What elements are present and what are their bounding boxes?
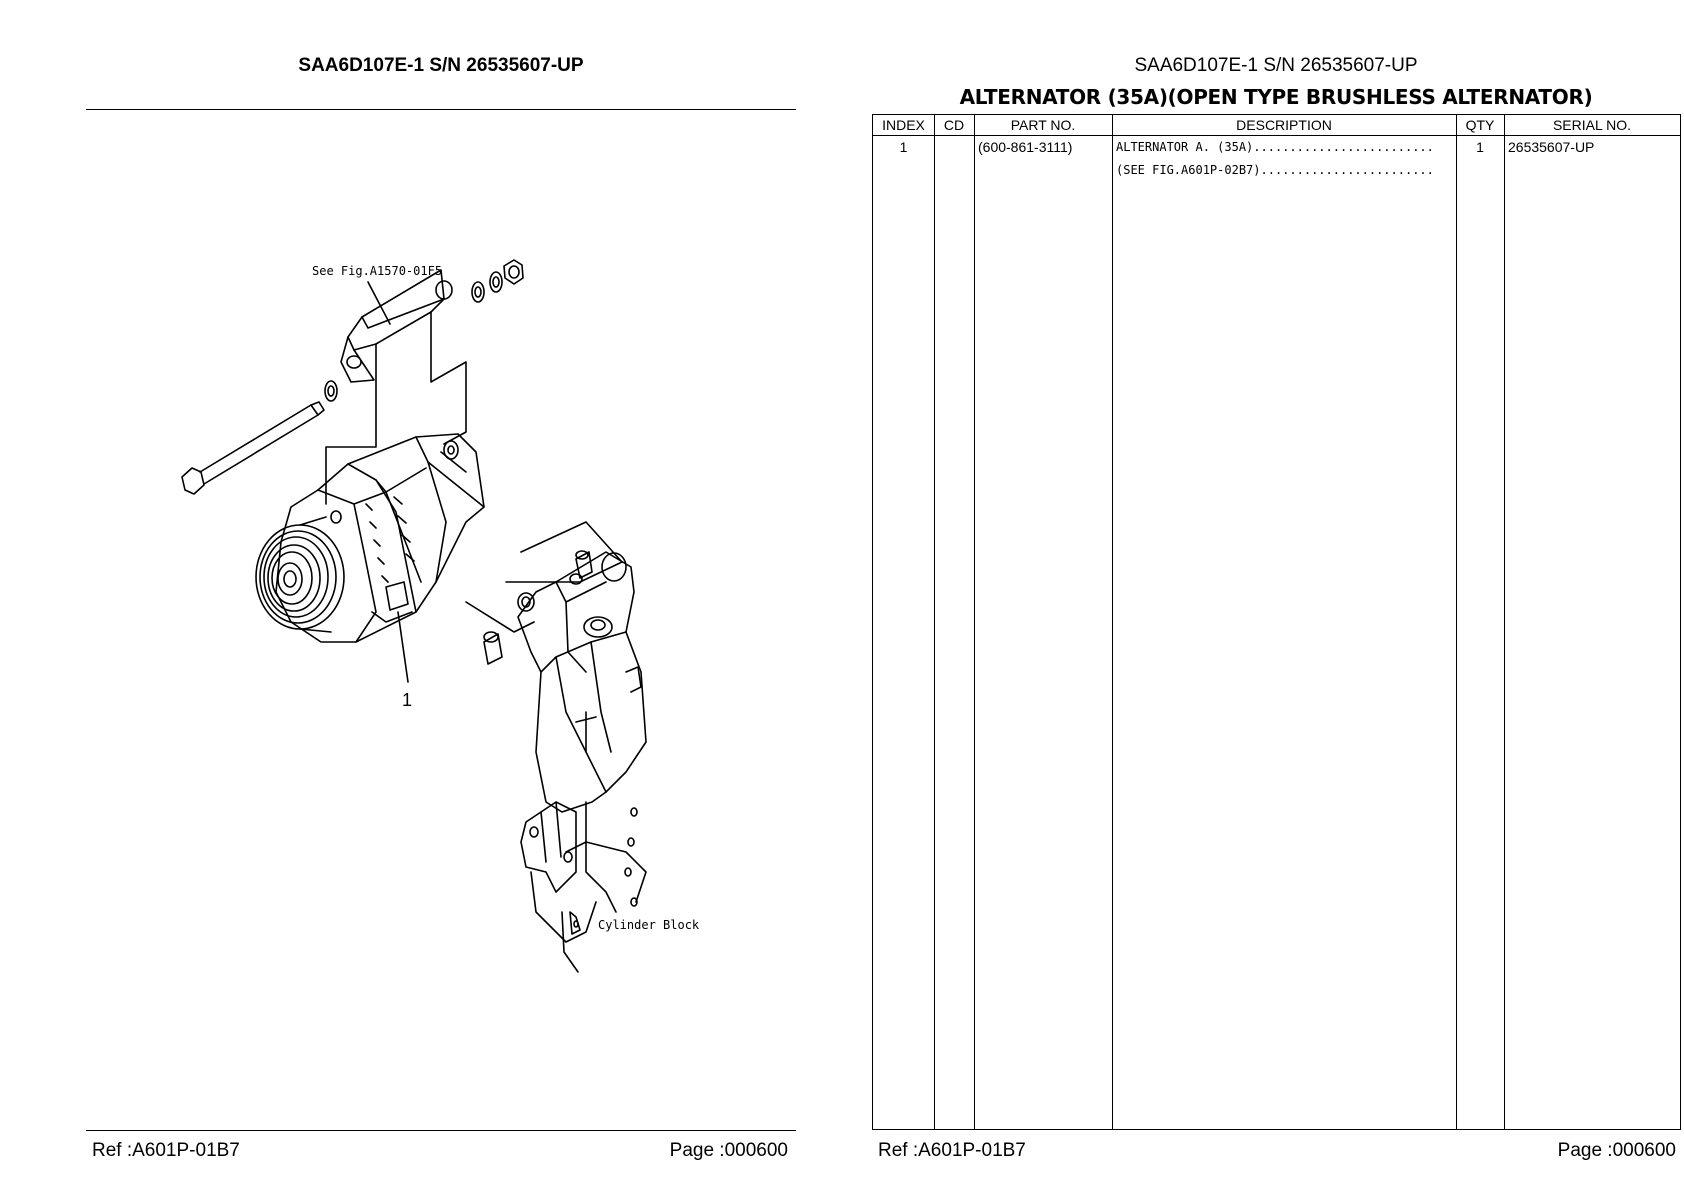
- spacers: [483, 550, 593, 665]
- row-part-no[interactable]: (600-861-3111): [978, 139, 1073, 155]
- right-footer-ref: Ref :A601P-01B7: [878, 1140, 1026, 1161]
- col-header-description: DESCRIPTION: [1236, 117, 1332, 133]
- row-description: ALTERNATOR A. (35A).....................…: [1116, 140, 1434, 154]
- left-footer-ref: Ref :A601P-01B7: [92, 1140, 240, 1161]
- col-header-cd: CD: [943, 117, 965, 133]
- washers: [324, 271, 503, 402]
- alternator: [275, 433, 485, 643]
- left-footer-page: Page :000600: [669, 1140, 788, 1161]
- col-header-qty: QTY: [1465, 117, 1495, 133]
- column-divider: [974, 115, 975, 1129]
- cylinder-block-callout: Cylinder Block: [598, 918, 700, 932]
- left-page-header: SAA6D107E-1 S/N 26535607-UP: [298, 55, 584, 76]
- bracket-plate: [340, 269, 453, 383]
- column-divider: [934, 115, 935, 1129]
- row-serial-no: 26535607-UP: [1508, 139, 1595, 155]
- index-leader: [397, 611, 409, 683]
- right-footer-page: Page :000600: [1557, 1140, 1676, 1161]
- alternator-pulley: [255, 516, 345, 633]
- hex-nut: [503, 259, 524, 285]
- column-divider: [1504, 115, 1505, 1129]
- left-header-rule: [86, 109, 796, 110]
- row-index: 1: [899, 139, 908, 155]
- column-divider: [1456, 115, 1457, 1129]
- col-header-part-no: PART NO.: [1010, 117, 1076, 133]
- col-header-index: INDEX: [882, 117, 925, 133]
- parts-list-title: ALTERNATOR (35A)(OPEN TYPE BRUSHLESS ALT…: [959, 85, 1593, 109]
- right-page-header: SAA6D107E-1 S/N 26535607-UP: [1134, 55, 1418, 76]
- row-description[interactable]: (SEE FIG.A601P-02B7)....................…: [1116, 163, 1434, 177]
- see-fig-leader: [367, 281, 391, 325]
- engine-bracket: [517, 551, 647, 813]
- column-divider: [1112, 115, 1113, 1129]
- col-header-serial-no: SERIAL NO.: [1552, 117, 1632, 133]
- parts-table: INDEX CD PART NO. DESCRIPTION QTY SERIAL…: [872, 114, 1681, 1130]
- header-rule: [873, 135, 1680, 136]
- mounting-bolt: [181, 401, 325, 495]
- see-fig-callout: See Fig.A1570-01F5: [312, 264, 442, 278]
- parts-illustration: See Fig.A1570-01F5: [181, 259, 700, 973]
- row-qty: 1: [1476, 139, 1484, 155]
- left-footer-rule: [86, 1130, 796, 1131]
- cylinder-block: [520, 801, 647, 973]
- index-callout: 1: [402, 690, 412, 710]
